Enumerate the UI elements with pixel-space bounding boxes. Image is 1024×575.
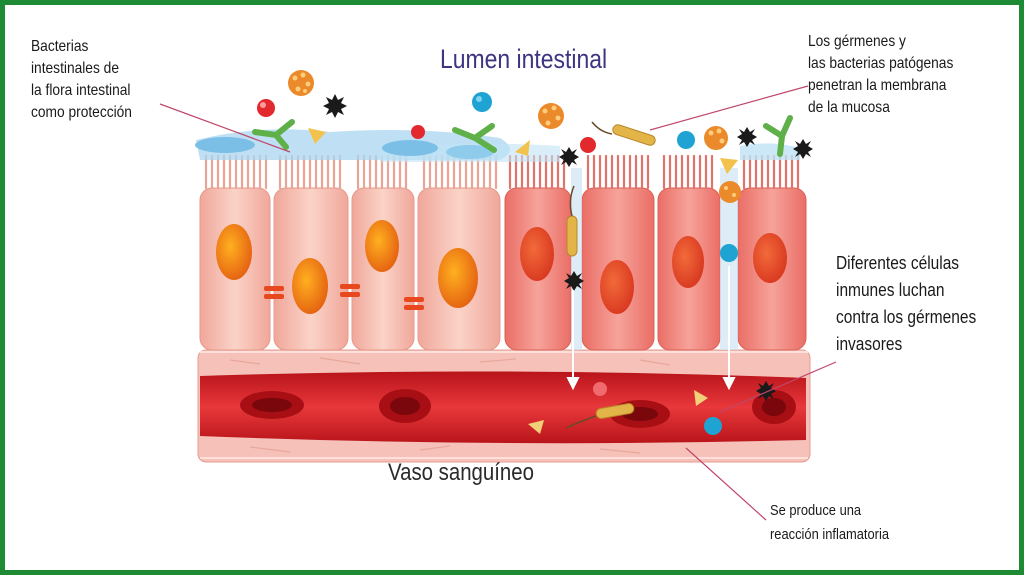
epithelial-cell	[199, 187, 271, 351]
inflamed-cell	[504, 187, 572, 351]
note-line: invasores	[836, 334, 903, 354]
orange-cocci-germ	[704, 126, 728, 150]
tight-junctions	[264, 284, 424, 310]
green-y-bacteria	[452, 123, 497, 153]
red-sphere-germ	[411, 125, 425, 139]
orange-cocci-germ	[288, 70, 314, 96]
green-y-bacteria	[763, 115, 793, 157]
yellow-rod-bacteria	[565, 403, 635, 429]
germs	[252, 70, 813, 435]
microvilli	[204, 154, 498, 190]
vessel-label: Vaso sanguíneo	[388, 459, 534, 486]
inflamed-cell	[581, 187, 655, 351]
inflammation-note: Se produce una reacción inflamatoria	[770, 499, 889, 547]
inflamed-cell	[737, 187, 807, 351]
note-line: penetran la membrana	[808, 77, 947, 94]
red-sphere-germ	[593, 382, 607, 396]
red-sphere-germ	[257, 99, 275, 117]
note-line: reacción inflamatoria	[770, 526, 890, 543]
red-blood-cell	[379, 389, 431, 423]
flora-note: Bacterias intestinales de la flora intes…	[31, 36, 132, 124]
inflamed-cell	[657, 187, 721, 351]
epithelial-cell	[273, 187, 349, 351]
note-line: intestinales de	[31, 60, 119, 77]
black-virus-germ	[564, 271, 584, 291]
orange-cocci-germ	[719, 181, 741, 203]
epithelial-cell	[351, 187, 415, 351]
green-y-bacteria	[252, 119, 295, 150]
lumen-label: Lumen intestinal	[440, 44, 608, 74]
note-line: la flora intestinal	[31, 82, 131, 99]
germs-note: Los gérmenes y las bacterias patógenas p…	[808, 31, 953, 119]
note-line: Diferentes células	[836, 253, 960, 273]
black-virus-germ	[737, 127, 757, 147]
note-line: Los gérmenes y	[808, 33, 906, 50]
microvilli-inflamed	[508, 154, 800, 190]
yellow-rod-bacteria	[566, 185, 578, 257]
black-virus-germ	[756, 381, 776, 401]
yellow-triangle-germ	[528, 420, 544, 434]
black-virus-germ	[793, 139, 813, 159]
penetration-arrows	[566, 266, 736, 391]
yellow-triangle-germ	[694, 390, 708, 406]
yellow-triangle-germ	[720, 158, 738, 174]
note-line: Bacterias	[31, 38, 89, 55]
note-line: Se produce una	[770, 502, 862, 519]
red-blood-cell	[752, 390, 796, 424]
red-sphere-germ	[580, 137, 596, 153]
immune-cells-note: Diferentes células inmunes luchan contra…	[836, 250, 976, 358]
note-line: contra los gérmenes	[836, 307, 977, 327]
note-line: inmunes luchan	[836, 280, 945, 300]
note-line: las bacterias patógenas	[808, 55, 954, 72]
black-virus-germ	[323, 94, 347, 118]
yellow-rod-bacteria	[591, 121, 656, 146]
blue-sphere-germ	[704, 417, 722, 435]
blood-vessel	[197, 349, 811, 463]
black-virus-germ	[559, 147, 579, 167]
epithelial-cell	[417, 187, 501, 351]
yellow-triangle-germ	[308, 128, 326, 144]
yellow-triangle-germ	[515, 140, 530, 156]
blue-sphere-germ	[720, 244, 738, 262]
epithelial-cells	[199, 154, 807, 351]
blue-sphere-germ	[677, 131, 695, 149]
note-line: de la mucosa	[808, 99, 890, 116]
blue-sphere-germ	[472, 92, 492, 112]
note-line: como protección	[31, 104, 132, 121]
leader-lines	[159, 85, 837, 521]
orange-cocci-germ	[538, 103, 564, 129]
red-blood-cell	[240, 391, 304, 419]
